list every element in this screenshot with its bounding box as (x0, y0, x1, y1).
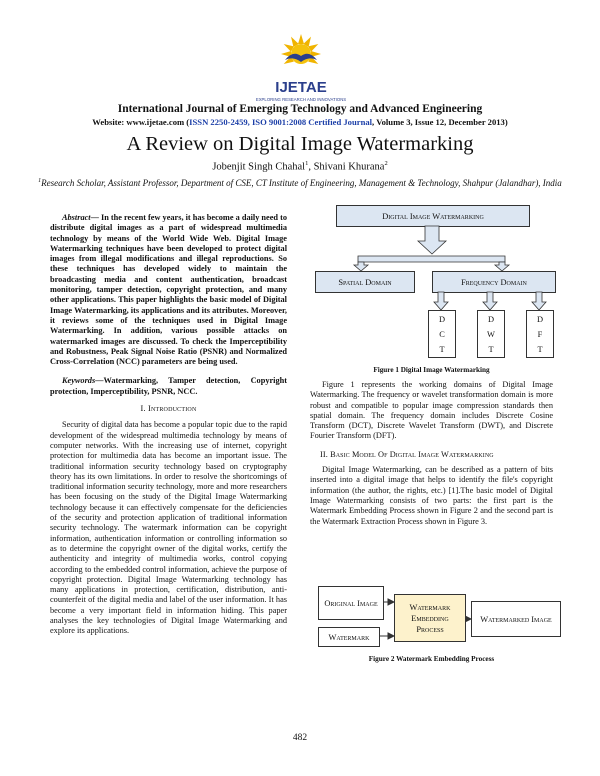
affiliation-text: Research Scholar, Assistant Professor, D… (41, 178, 562, 188)
paper-title: A Review on Digital Image Watermarking (126, 133, 474, 155)
fig1-main-arrow (416, 225, 448, 255)
dft-letter-3: T (537, 344, 543, 354)
section-2-paragraph: Digital Image Watermarking, can be descr… (310, 465, 553, 526)
keywords-label: Keywords— (62, 376, 104, 386)
figure-1-description: Figure 1 represents the working domains … (310, 380, 553, 441)
dft-letter-2: F (537, 329, 543, 339)
right-column: Figure 1 represents the working domains … (310, 380, 553, 527)
section-2-heading: II. Basic Model Of Digital Image Waterma… (320, 449, 494, 459)
journal-title: International Journal of Emerging Techno… (117, 103, 483, 115)
dct-letter-2: C (439, 329, 445, 339)
website-suffix: , Volume 3, Issue 12, December 2013) (372, 117, 508, 127)
logo-text: IJETAE (275, 79, 326, 96)
abstract: Abstract— In the recent few years, it ha… (50, 213, 287, 367)
paper-affiliation: 1Research Scholar, Assistant Professor, … (38, 178, 562, 188)
abstract-label: Abstract— (62, 213, 99, 222)
logo-graphic: IJETAE EXPLORING RESEARCH AND INNOVATION… (256, 34, 346, 102)
dwt-letter-2: W (487, 329, 495, 339)
keywords: Keywords—Watermarking, Tamper detection,… (50, 376, 287, 397)
fig1-spatial-domain-box: Spatial Domain (315, 271, 415, 293)
abstract-text: In the recent few years, it has become a… (50, 213, 288, 367)
dwt-letter-1: D (487, 314, 495, 324)
journal-logo: IJETAE EXPLORING RESEARCH AND INNOVATION… (253, 32, 349, 106)
fig1-sub-arrows (433, 291, 547, 311)
dft-letter-1: D (536, 314, 544, 324)
section-1-heading: I. Introduction (140, 404, 197, 414)
paper-authors: Jobenjit Singh Chahal1, Shivani Khurana2 (212, 160, 388, 173)
logo-tagline: EXPLORING RESEARCH AND INNOVATIONS (256, 97, 346, 102)
fig2-embedding-process-box: Watermark Embedding Process (394, 594, 466, 642)
journal-website-line: Website: www.ijetae.com (ISSN 2250-2459,… (0, 117, 600, 127)
section-1-paragraph: Security of digital data has become a po… (50, 420, 287, 636)
fig2-watermark-box: Watermark (318, 627, 380, 647)
author-2: Shivani Khurana (313, 161, 385, 173)
fig2-arrows (379, 598, 473, 640)
fig2-watermarked-image-box: Watermarked Image (471, 601, 561, 637)
figure-2-caption: Figure 2 Watermark Embedding Process (368, 655, 495, 663)
keywords-text: Watermarking, Tamper detection, Copyrigh… (50, 376, 287, 396)
dct-letter-1: D (438, 314, 446, 324)
fig1-branch-connector (352, 255, 511, 272)
issn-link[interactable]: ISSN 2250-2459, ISO 9001:2008 Certified … (189, 117, 373, 127)
fig2-original-image-box: Original Image (318, 586, 384, 620)
dct-letter-3: T (439, 344, 445, 354)
dwt-letter-3: T (488, 344, 494, 354)
left-column: Abstract— In the recent few years, it ha… (50, 213, 287, 637)
figure-1-caption: Figure 1 Digital Image Watermarking (373, 366, 490, 374)
author-1: Jobenjit Singh Chahal (212, 161, 306, 173)
website-prefix: Website: www.ijetae.com ( (92, 117, 190, 127)
page-number: 482 (292, 733, 308, 743)
fig1-frequency-domain-box: Frequency Domain (432, 271, 556, 293)
